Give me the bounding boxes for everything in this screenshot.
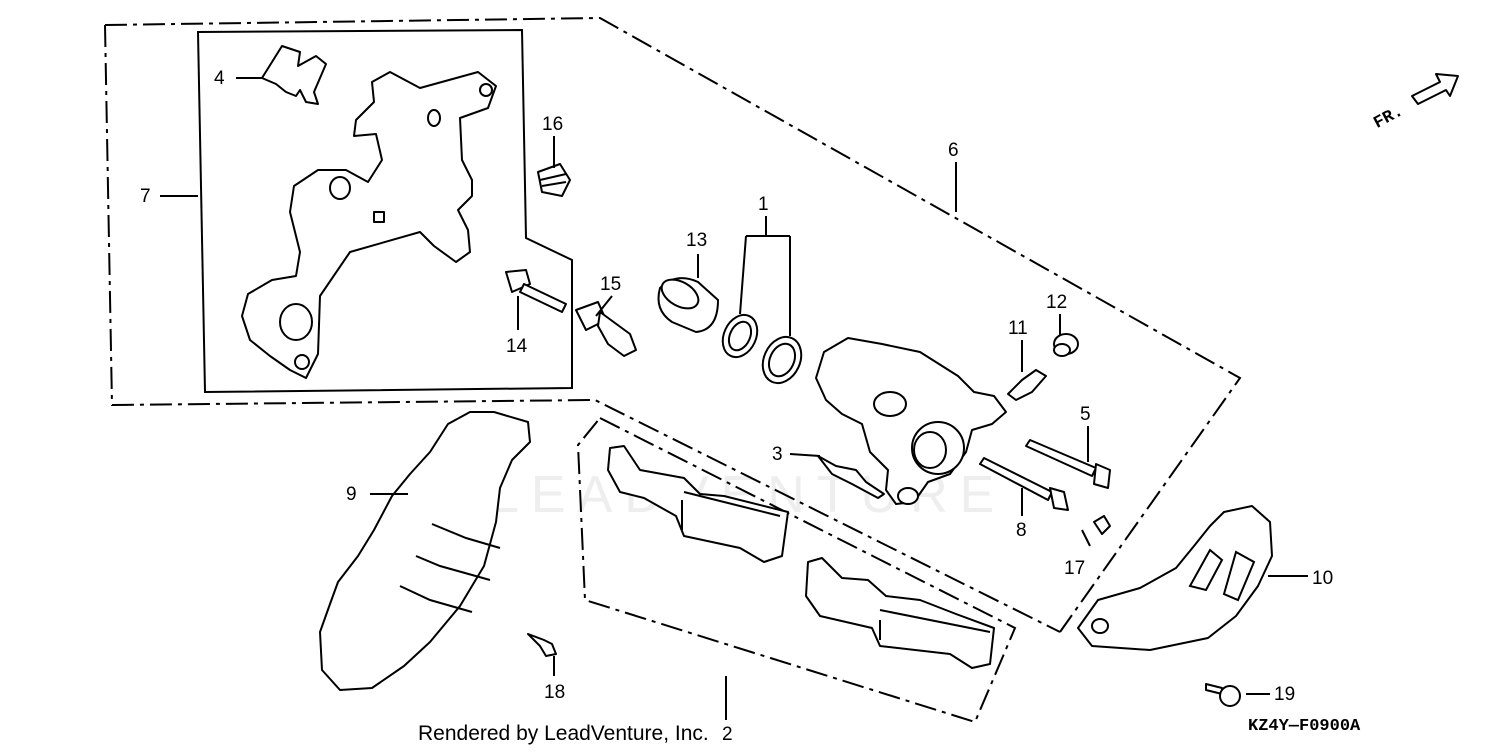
callout-18: 18 bbox=[544, 682, 565, 703]
callout-6: 6 bbox=[948, 140, 959, 161]
brake-pad-set-part-2 bbox=[607, 445, 995, 669]
pin-part-15 bbox=[575, 301, 637, 357]
pad-spring-part-4 bbox=[261, 45, 327, 105]
callout-3: 3 bbox=[772, 444, 783, 465]
bolt-part-5 bbox=[1025, 439, 1111, 489]
callout-15: 15 bbox=[600, 274, 621, 295]
group-outline-6 bbox=[104, 16, 1242, 633]
callout-16: 16 bbox=[542, 114, 563, 135]
caliper-guard-part-10 bbox=[1077, 505, 1273, 651]
group-outline-2 bbox=[576, 416, 1017, 724]
front-direction-arrow-icon bbox=[1411, 73, 1459, 105]
callout-7: 7 bbox=[140, 186, 151, 207]
callout-12: 12 bbox=[1046, 292, 1067, 313]
bleeder-valve-part-11 bbox=[1007, 369, 1047, 401]
callout-11: 11 bbox=[1008, 318, 1028, 339]
boot-part-16 bbox=[537, 163, 571, 197]
caliper-bracket-part-7 bbox=[241, 71, 497, 379]
callout-17: 17 bbox=[1064, 558, 1085, 579]
clip-part-3 bbox=[817, 455, 885, 499]
boot-part-17 bbox=[1093, 515, 1111, 535]
callout-8: 8 bbox=[1016, 520, 1027, 541]
callout-1: 1 bbox=[758, 194, 769, 215]
rendered-by-footer: Rendered by LeadVenture, Inc. bbox=[418, 722, 709, 745]
callout-4: 4 bbox=[214, 68, 225, 89]
callout-9: 9 bbox=[346, 484, 357, 505]
callout-10: 10 bbox=[1312, 568, 1333, 589]
callout-19: 19 bbox=[1274, 684, 1295, 705]
callout-14: 14 bbox=[506, 336, 528, 357]
diagram-code: KZ4Y—F0900A bbox=[1248, 717, 1361, 736]
disc-cover-part-9 bbox=[319, 411, 531, 691]
caliper-body-part-6 bbox=[815, 337, 1007, 505]
callout-2: 2 bbox=[722, 724, 733, 745]
bolt-part-19 bbox=[1205, 683, 1241, 707]
callout-5: 5 bbox=[1080, 404, 1091, 425]
leader-lines bbox=[160, 77, 1308, 720]
group-outline-7 bbox=[196, 28, 573, 394]
pin-bolt-part-14 bbox=[505, 269, 567, 313]
piston-part-13 bbox=[657, 277, 719, 333]
bleeder-cap-part-12 bbox=[1053, 333, 1079, 357]
callout-13: 13 bbox=[686, 230, 707, 251]
pin-bolt-part-8 bbox=[979, 457, 1069, 511]
screw-part-18 bbox=[527, 633, 557, 657]
piston-seal-set-part-1 bbox=[721, 313, 803, 385]
front-direction-label: FR. bbox=[1371, 102, 1407, 133]
